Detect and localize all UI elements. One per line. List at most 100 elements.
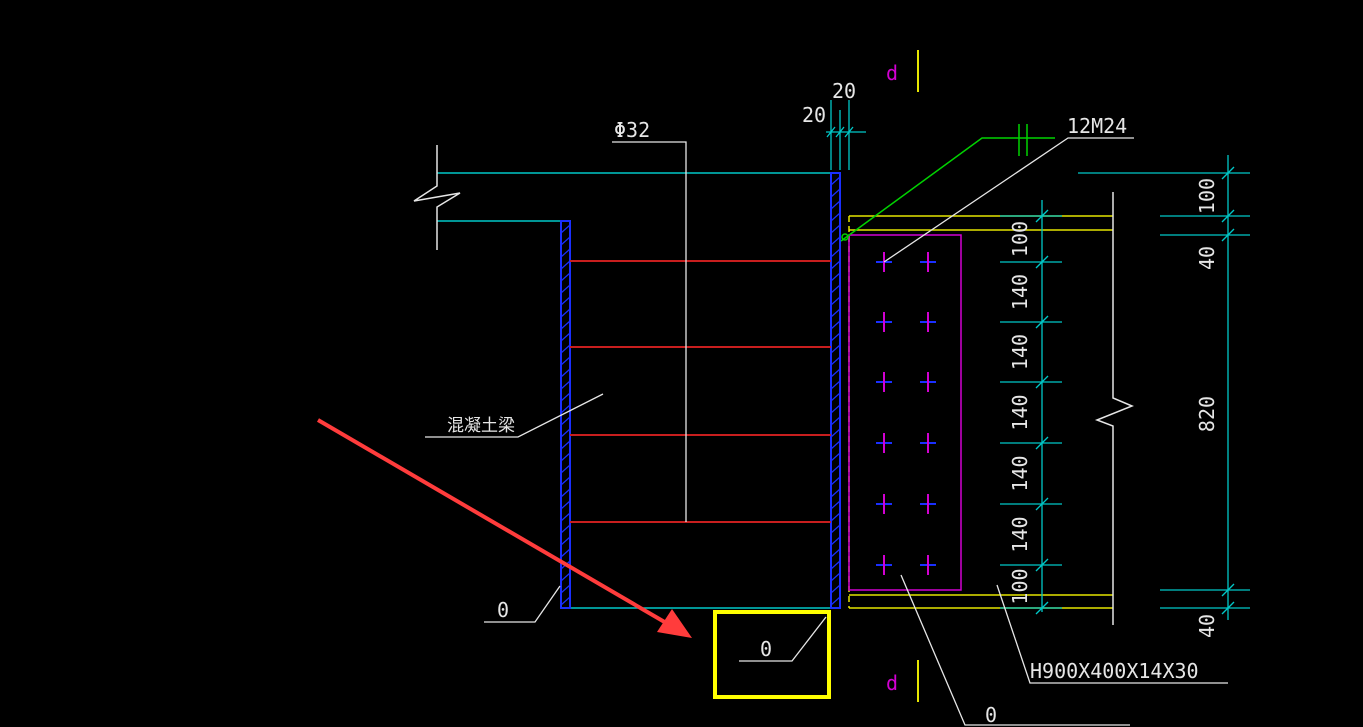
concrete-beam-outline <box>437 172 840 609</box>
weld-leader <box>840 124 1055 242</box>
plate-left-label: 0 <box>497 598 509 622</box>
bolt-dim-text: 140 <box>1008 334 1032 370</box>
hatch-line <box>830 260 841 270</box>
highlight-box <box>713 610 831 699</box>
concrete-beam-label: 混凝土梁 <box>447 416 515 436</box>
annotation-arrow <box>316 418 692 638</box>
beam-dim-text: 820 <box>1195 396 1219 432</box>
embedded-plate-left <box>560 220 571 609</box>
hatch-line <box>560 260 571 270</box>
hatch-line <box>830 560 841 570</box>
hatch-line <box>830 296 841 306</box>
hatch-line <box>830 548 841 558</box>
hatch-line <box>560 452 571 462</box>
break-line <box>413 145 461 250</box>
plate-thickness-dims <box>826 100 866 170</box>
hatch-line <box>830 356 841 366</box>
plate-dim-b: 20 <box>832 79 856 103</box>
plate-right-leader <box>900 574 1130 726</box>
hatch-line <box>830 464 841 474</box>
hatch-line <box>830 512 841 522</box>
bolt-dim-text: 140 <box>1008 455 1032 491</box>
hatch-line <box>830 212 841 222</box>
hatch-line <box>560 440 571 450</box>
hatch-line <box>560 572 571 582</box>
hatch-line <box>830 500 841 510</box>
hatch-line <box>830 536 841 546</box>
hatch-line <box>560 368 571 378</box>
bolt-marker <box>920 252 936 272</box>
hatch-line <box>830 344 841 354</box>
rebars <box>570 260 831 523</box>
hatch-line <box>830 272 841 282</box>
hatch-line <box>560 248 571 258</box>
hatch-line <box>560 584 571 594</box>
hatch-line <box>560 320 571 330</box>
hatch-line <box>560 380 571 390</box>
hatch-line <box>560 524 571 534</box>
hatch-line <box>830 596 841 606</box>
bolt-marker <box>920 312 936 332</box>
bolt-dim-text: 140 <box>1008 394 1032 430</box>
bolt-dim-text: 140 <box>1008 516 1032 552</box>
steel-beam <box>848 215 1113 609</box>
bolt-group <box>876 252 936 575</box>
rebar-label: Φ32 <box>614 118 650 142</box>
bolt-marker <box>876 312 892 332</box>
section-mark-bottom: d <box>886 671 898 695</box>
bolt-dim-text: 100 <box>1008 568 1032 604</box>
hatch-line <box>560 416 571 426</box>
hatch-line <box>560 536 571 546</box>
hatch-line <box>830 224 841 234</box>
hatch-line <box>560 464 571 474</box>
beam-dim-line <box>1078 155 1250 620</box>
hatch-line <box>560 308 571 318</box>
hatch-line <box>830 368 841 378</box>
hatch-line <box>830 572 841 582</box>
hatch-line <box>830 380 841 390</box>
bolt-dim-text: 140 <box>1008 274 1032 310</box>
hatch-line <box>560 500 571 510</box>
hatch-line <box>560 236 571 246</box>
bolt-marker <box>920 372 936 392</box>
hatch-line <box>830 416 841 426</box>
hatch-line <box>830 392 841 402</box>
concrete-beam-leader <box>425 393 604 438</box>
hatch-line <box>830 332 841 342</box>
hatch-line <box>560 392 571 402</box>
plate-left-leader <box>484 585 561 623</box>
hatch-line <box>560 404 571 414</box>
steel-section-leader <box>996 584 1228 684</box>
bolt-leader <box>883 137 1134 263</box>
bolt-label: 12M24 <box>1067 114 1127 138</box>
hatch-line <box>830 284 841 294</box>
beam-dim-text: 100 <box>1195 178 1219 214</box>
hatch-line <box>560 476 571 486</box>
bolt-marker <box>920 494 936 514</box>
hatch-line <box>830 452 841 462</box>
rebar-leader <box>612 141 687 522</box>
hatch-line <box>830 308 841 318</box>
plate-right-label: 0 <box>985 703 997 727</box>
hatch-line <box>560 272 571 282</box>
shear-plate <box>848 234 962 591</box>
hatch-line <box>560 344 571 354</box>
embedded-plate-right <box>830 172 841 609</box>
hatch-line <box>560 428 571 438</box>
hatch-line <box>830 440 841 450</box>
hatch-line <box>830 428 841 438</box>
hatch-line <box>830 524 841 534</box>
hatch-line <box>560 284 571 294</box>
hatch-line <box>830 320 841 330</box>
bolt-dim-ticks <box>1000 209 1062 615</box>
weld-leader-dot <box>841 233 849 241</box>
hatch-line <box>560 356 571 366</box>
hatch-line <box>560 224 571 234</box>
bolt-marker <box>876 494 892 514</box>
hatch-line <box>830 584 841 594</box>
hatch-line <box>830 236 841 246</box>
